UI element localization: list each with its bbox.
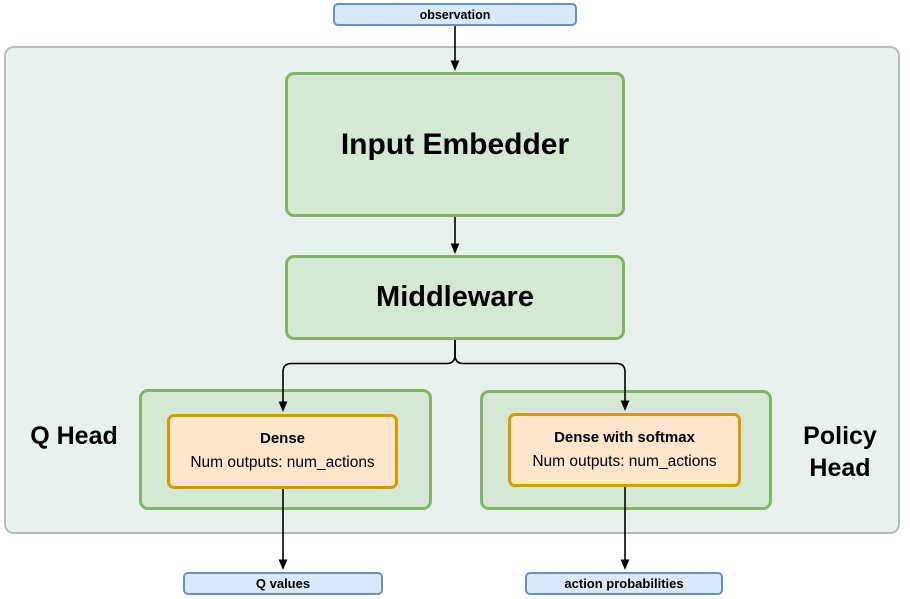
middleware-node: Middleware (285, 255, 625, 340)
input-embedder-label: Input Embedder (340, 127, 570, 161)
q-head-dense-node: Dense Num outputs: num_actions (167, 414, 398, 489)
q-head-label: Q Head (30, 422, 118, 450)
policy-head-dense-node: Dense with softmax Num outputs: num_acti… (508, 413, 741, 487)
q-dense-subtitle: Num outputs: num_actions (190, 454, 375, 472)
action-probabilities-output-node: action probabilities (525, 572, 723, 595)
policy-dense-title: Dense with softmax (554, 428, 695, 446)
arrowhead-policy-dense-to-action-probs (620, 559, 630, 570)
observation-label: observation (419, 7, 491, 22)
arrowhead-q-dense-to-q-values (278, 559, 288, 570)
observation-node: observation (333, 3, 577, 26)
policy-dense-subtitle: Num outputs: num_actions (532, 452, 717, 470)
policy-head-label: Policy Head (803, 422, 877, 482)
q-dense-title: Dense (259, 430, 306, 448)
input-embedder-node: Input Embedder (285, 72, 625, 217)
middleware-label: Middleware (376, 281, 534, 313)
q-values-output-node: Q values (183, 572, 383, 595)
q-values-label: Q values (255, 576, 311, 591)
action-probabilities-label: action probabilities (564, 576, 684, 591)
